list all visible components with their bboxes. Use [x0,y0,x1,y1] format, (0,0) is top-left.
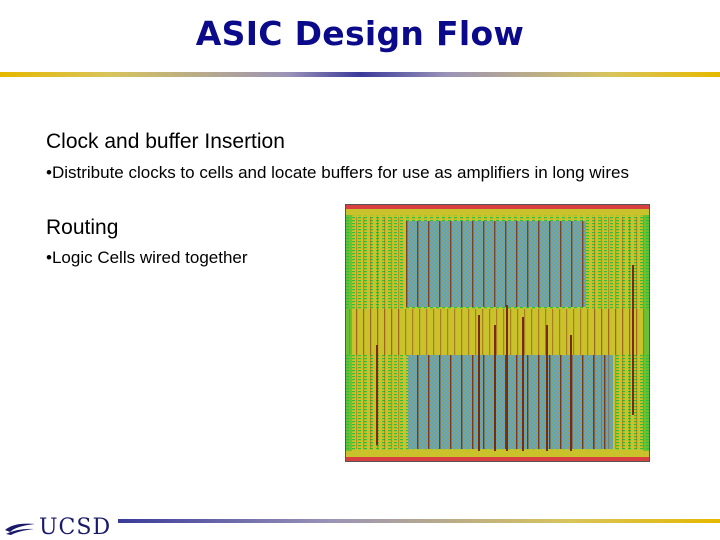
routed-chip-layout-image [345,204,650,462]
footer-rule [118,519,720,523]
heading-routing: Routing [46,216,119,239]
title-underline [0,72,720,77]
slide-title: ASIC Design Flow [195,14,525,53]
bullet-clock-buffer: •Distribute clocks to cells and locate b… [46,163,629,182]
bullet-routing: •Logic Cells wired together [46,248,248,267]
trident-icon [5,523,35,535]
logo-text: UCSD [39,514,112,540]
ucsd-logo: UCSD [4,514,116,540]
heading-clock-buffer: Clock and buffer Insertion [46,130,285,153]
